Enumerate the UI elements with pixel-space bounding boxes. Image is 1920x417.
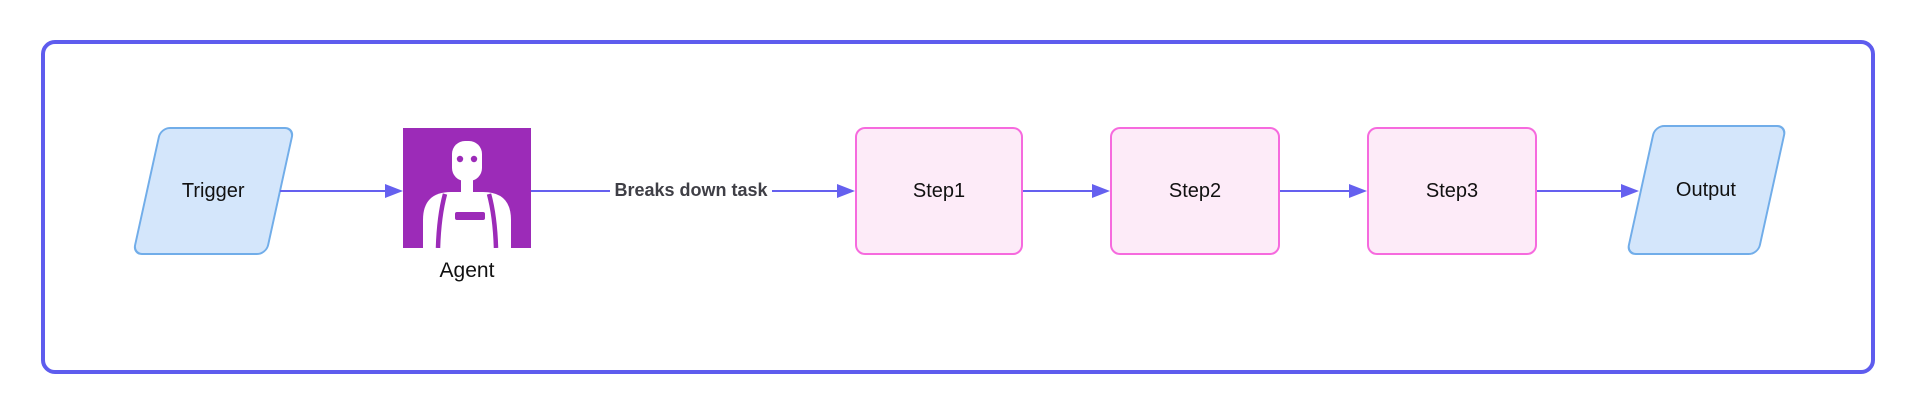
- arrowhead-icon: [1092, 184, 1110, 198]
- arrowhead-icon: [1349, 184, 1367, 198]
- step2-node[interactable]: Step2: [1110, 127, 1280, 255]
- arrow-line: [1280, 190, 1349, 192]
- step2-node-label: Step2: [1168, 179, 1222, 202]
- arrow-step1-to-step2[interactable]: [1023, 184, 1110, 198]
- step1-node[interactable]: Step1: [855, 127, 1023, 255]
- trigger-node[interactable]: Trigger: [131, 127, 296, 255]
- arrow-line: [1537, 190, 1621, 192]
- flow-container-frame: [41, 40, 1875, 374]
- arrowhead-icon: [1621, 184, 1639, 198]
- step1-node-label: Step1: [912, 179, 966, 202]
- agent-node[interactable]: [403, 128, 531, 248]
- robot-icon: [403, 128, 531, 248]
- arrow-trigger-to-agent[interactable]: [280, 184, 403, 198]
- output-node-label: Output: [1676, 178, 1737, 201]
- arrowhead-icon: [837, 184, 855, 198]
- step3-node[interactable]: Step3: [1367, 127, 1537, 255]
- arrow-line: [280, 190, 385, 192]
- edge-label-breaks-down-task: Breaks down task: [610, 180, 772, 201]
- agent-label: Agent: [439, 259, 495, 282]
- arrow-line: [1023, 190, 1092, 192]
- arrow-step3-to-output[interactable]: [1537, 184, 1639, 198]
- arrowhead-icon: [385, 184, 403, 198]
- arrow-step2-to-step3[interactable]: [1280, 184, 1367, 198]
- trigger-node-label: Trigger: [182, 179, 245, 202]
- step3-node-label: Step3: [1425, 179, 1479, 202]
